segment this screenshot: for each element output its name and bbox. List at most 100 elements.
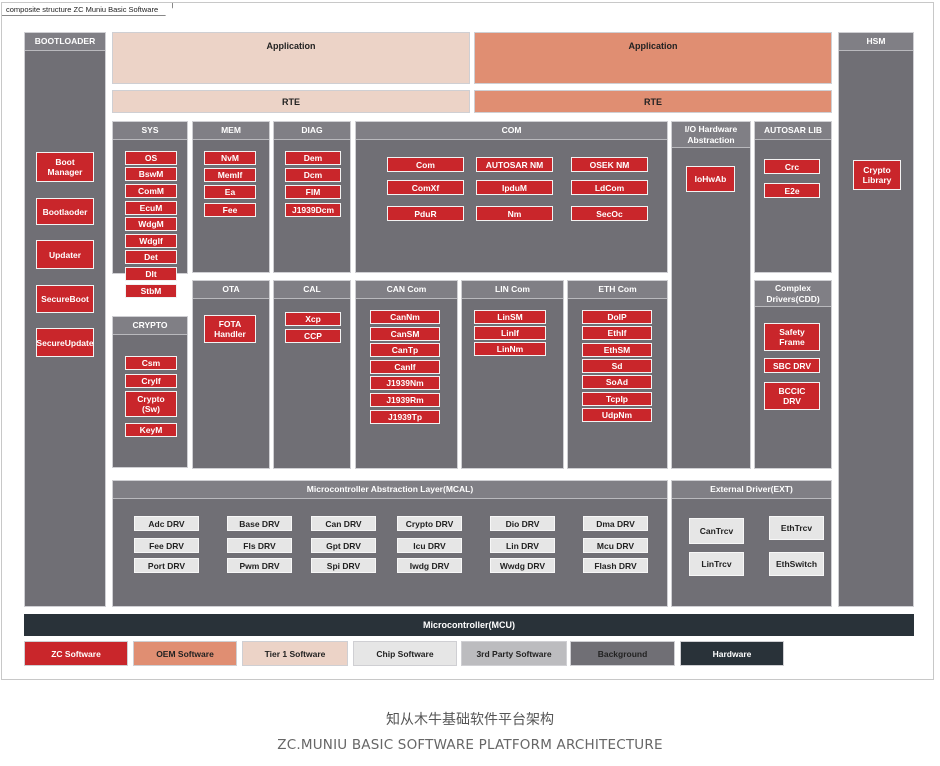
lin-com-title: LIN Com xyxy=(462,281,563,299)
driver-base: Base DRV xyxy=(227,516,292,531)
driver-lintrcv: LinTrcv xyxy=(689,552,744,576)
driver-can: Can DRV xyxy=(311,516,376,531)
module-bccic-drv: BCCIC DRV xyxy=(764,382,820,410)
module-csm: Csm xyxy=(125,356,177,370)
module-j1939tp: J1939Tp xyxy=(370,410,440,424)
module-linsm: LinSM xyxy=(474,310,546,324)
legend-chip-software: Chip Software xyxy=(353,641,457,666)
module-dem: Dem xyxy=(285,151,341,165)
module-comxf: ComXf xyxy=(387,180,464,195)
module-linif: LinIf xyxy=(474,326,546,340)
driver-spi: Spi DRV xyxy=(311,558,376,573)
io-hw-abstraction-title: I/O Hardware Abstraction xyxy=(672,122,750,148)
driver-mcu: Mcu DRV xyxy=(583,538,648,553)
module-soad: SoAd xyxy=(582,375,652,389)
hsm-title: HSM xyxy=(839,33,913,51)
module-sd: Sd xyxy=(582,359,652,373)
module-cannm: CanNm xyxy=(370,310,440,324)
microcontroller-bar: Microcontroller(MCU) xyxy=(24,614,914,636)
module-secureboot: SecureBoot xyxy=(36,285,94,313)
cal-title: CAL xyxy=(274,281,350,299)
module-j1939dcm: J1939Dcm xyxy=(285,203,341,217)
caption-chinese: 知从木牛基础软件平台架构 xyxy=(386,712,554,728)
mcal-panel: Microcontroller Abstraction Layer(MCAL) xyxy=(112,480,668,607)
module-j1939nm: J1939Nm xyxy=(370,376,440,390)
cal-panel: CAL xyxy=(273,280,351,469)
legend-background: Background xyxy=(570,641,675,666)
module-dcm: Dcm xyxy=(285,168,341,182)
legend-3rd-party-software: 3rd Party Software xyxy=(461,641,567,666)
module-crypto-library: Crypto Library xyxy=(853,160,901,190)
diag-title: DIAG xyxy=(274,122,350,140)
module-keym: KeyM xyxy=(125,423,177,437)
cdd-title: Complex Drivers(CDD) xyxy=(755,281,831,307)
driver-flash: Flash DRV xyxy=(583,558,648,573)
ota-title: OTA xyxy=(193,281,269,299)
mem-title: MEM xyxy=(193,122,269,140)
module-ea: Ea xyxy=(204,185,256,199)
module-stbm: StbM xyxy=(125,284,177,298)
driver-iwdg: Iwdg DRV xyxy=(397,558,462,573)
mcal-title: Microcontroller Abstraction Layer(MCAL) xyxy=(113,481,667,499)
module-ipdum: IpduM xyxy=(476,180,553,195)
caption-english: ZC.MUNIU BASIC SOFTWARE PLATFORM ARCHITE… xyxy=(277,737,663,753)
driver-ethswitch: EthSwitch xyxy=(769,552,824,576)
module-fee: Fee xyxy=(204,203,256,217)
module-ethif: EthIf xyxy=(582,326,652,340)
driver-gpt: Gpt DRV xyxy=(311,538,376,553)
module-tcpip: TcpIp xyxy=(582,392,652,406)
module-nm: Nm xyxy=(476,206,553,221)
driver-wwdg: Wwdg DRV xyxy=(490,558,555,573)
module-fota-handler: FOTA Handler xyxy=(204,315,256,343)
module-ccp: CCP xyxy=(285,329,341,343)
cdd-panel: Complex Drivers(CDD) xyxy=(754,280,832,469)
driver-pwm: Pwm DRV xyxy=(227,558,292,573)
ota-panel: OTA xyxy=(192,280,270,469)
driver-port: Port DRV xyxy=(134,558,199,573)
module-bswm: BswM xyxy=(125,167,177,181)
module-canif: CanIf xyxy=(370,360,440,374)
module-wdgif: WdgIf xyxy=(125,234,177,248)
module-doip: DoIP xyxy=(582,310,652,324)
module-wdgm: WdgM xyxy=(125,217,177,231)
module-dlt: Dlt xyxy=(125,267,177,281)
frame-title-tab: composite structure ZC Muniu Basic Softw… xyxy=(2,3,173,16)
module-sbc-drv: SBC DRV xyxy=(764,358,820,373)
module-updater: Updater xyxy=(36,240,94,269)
driver-icu: Icu DRV xyxy=(397,538,462,553)
module-iohwab: IoHwAb xyxy=(686,166,735,192)
driver-ethtrcv: EthTrcv xyxy=(769,516,824,540)
module-nvm: NvM xyxy=(204,151,256,165)
hsm-panel: HSM xyxy=(838,32,914,607)
module-os: OS xyxy=(125,151,177,165)
driver-crypto: Crypto DRV xyxy=(397,516,462,531)
bootloader-title: BOOTLOADER xyxy=(25,33,105,51)
can-com-title: CAN Com xyxy=(356,281,457,299)
module-j1939rm: J1939Rm xyxy=(370,393,440,407)
module-udpnm: UdpNm xyxy=(582,408,652,422)
module-linnm: LinNm xyxy=(474,342,546,356)
driver-adc: Adc DRV xyxy=(134,516,199,531)
legend-hardware: Hardware xyxy=(680,641,784,666)
rte-tier1: RTE xyxy=(112,90,470,113)
module-autosar-nm: AUTOSAR NM xyxy=(476,157,553,172)
module-det: Det xyxy=(125,250,177,264)
module-osek-nm: OSEK NM xyxy=(571,157,648,172)
bootloader-panel: BOOTLOADER xyxy=(24,32,106,607)
module-crypto-sw: Crypto (Sw) xyxy=(125,391,177,417)
crypto-title: CRYPTO xyxy=(113,317,187,335)
module-cansm: CanSM xyxy=(370,327,440,341)
module-safety-frame: Safety Frame xyxy=(764,323,820,351)
com-title: COM xyxy=(356,122,667,140)
driver-fee: Fee DRV xyxy=(134,538,199,553)
driver-cantrcv: CanTrcv xyxy=(689,518,744,544)
module-fim: FIM xyxy=(285,185,341,199)
application-tier1: Application xyxy=(112,32,470,84)
com-panel: COM xyxy=(355,121,668,273)
legend-tier1-software: Tier 1 Software xyxy=(242,641,348,666)
autosar-lib-title: AUTOSAR LIB xyxy=(755,122,831,140)
module-e2e: E2e xyxy=(764,183,820,198)
driver-fls: Fls DRV xyxy=(227,538,292,553)
module-secureupdate: SecureUpdate xyxy=(36,328,94,357)
module-ldcom: LdCom xyxy=(571,180,648,195)
